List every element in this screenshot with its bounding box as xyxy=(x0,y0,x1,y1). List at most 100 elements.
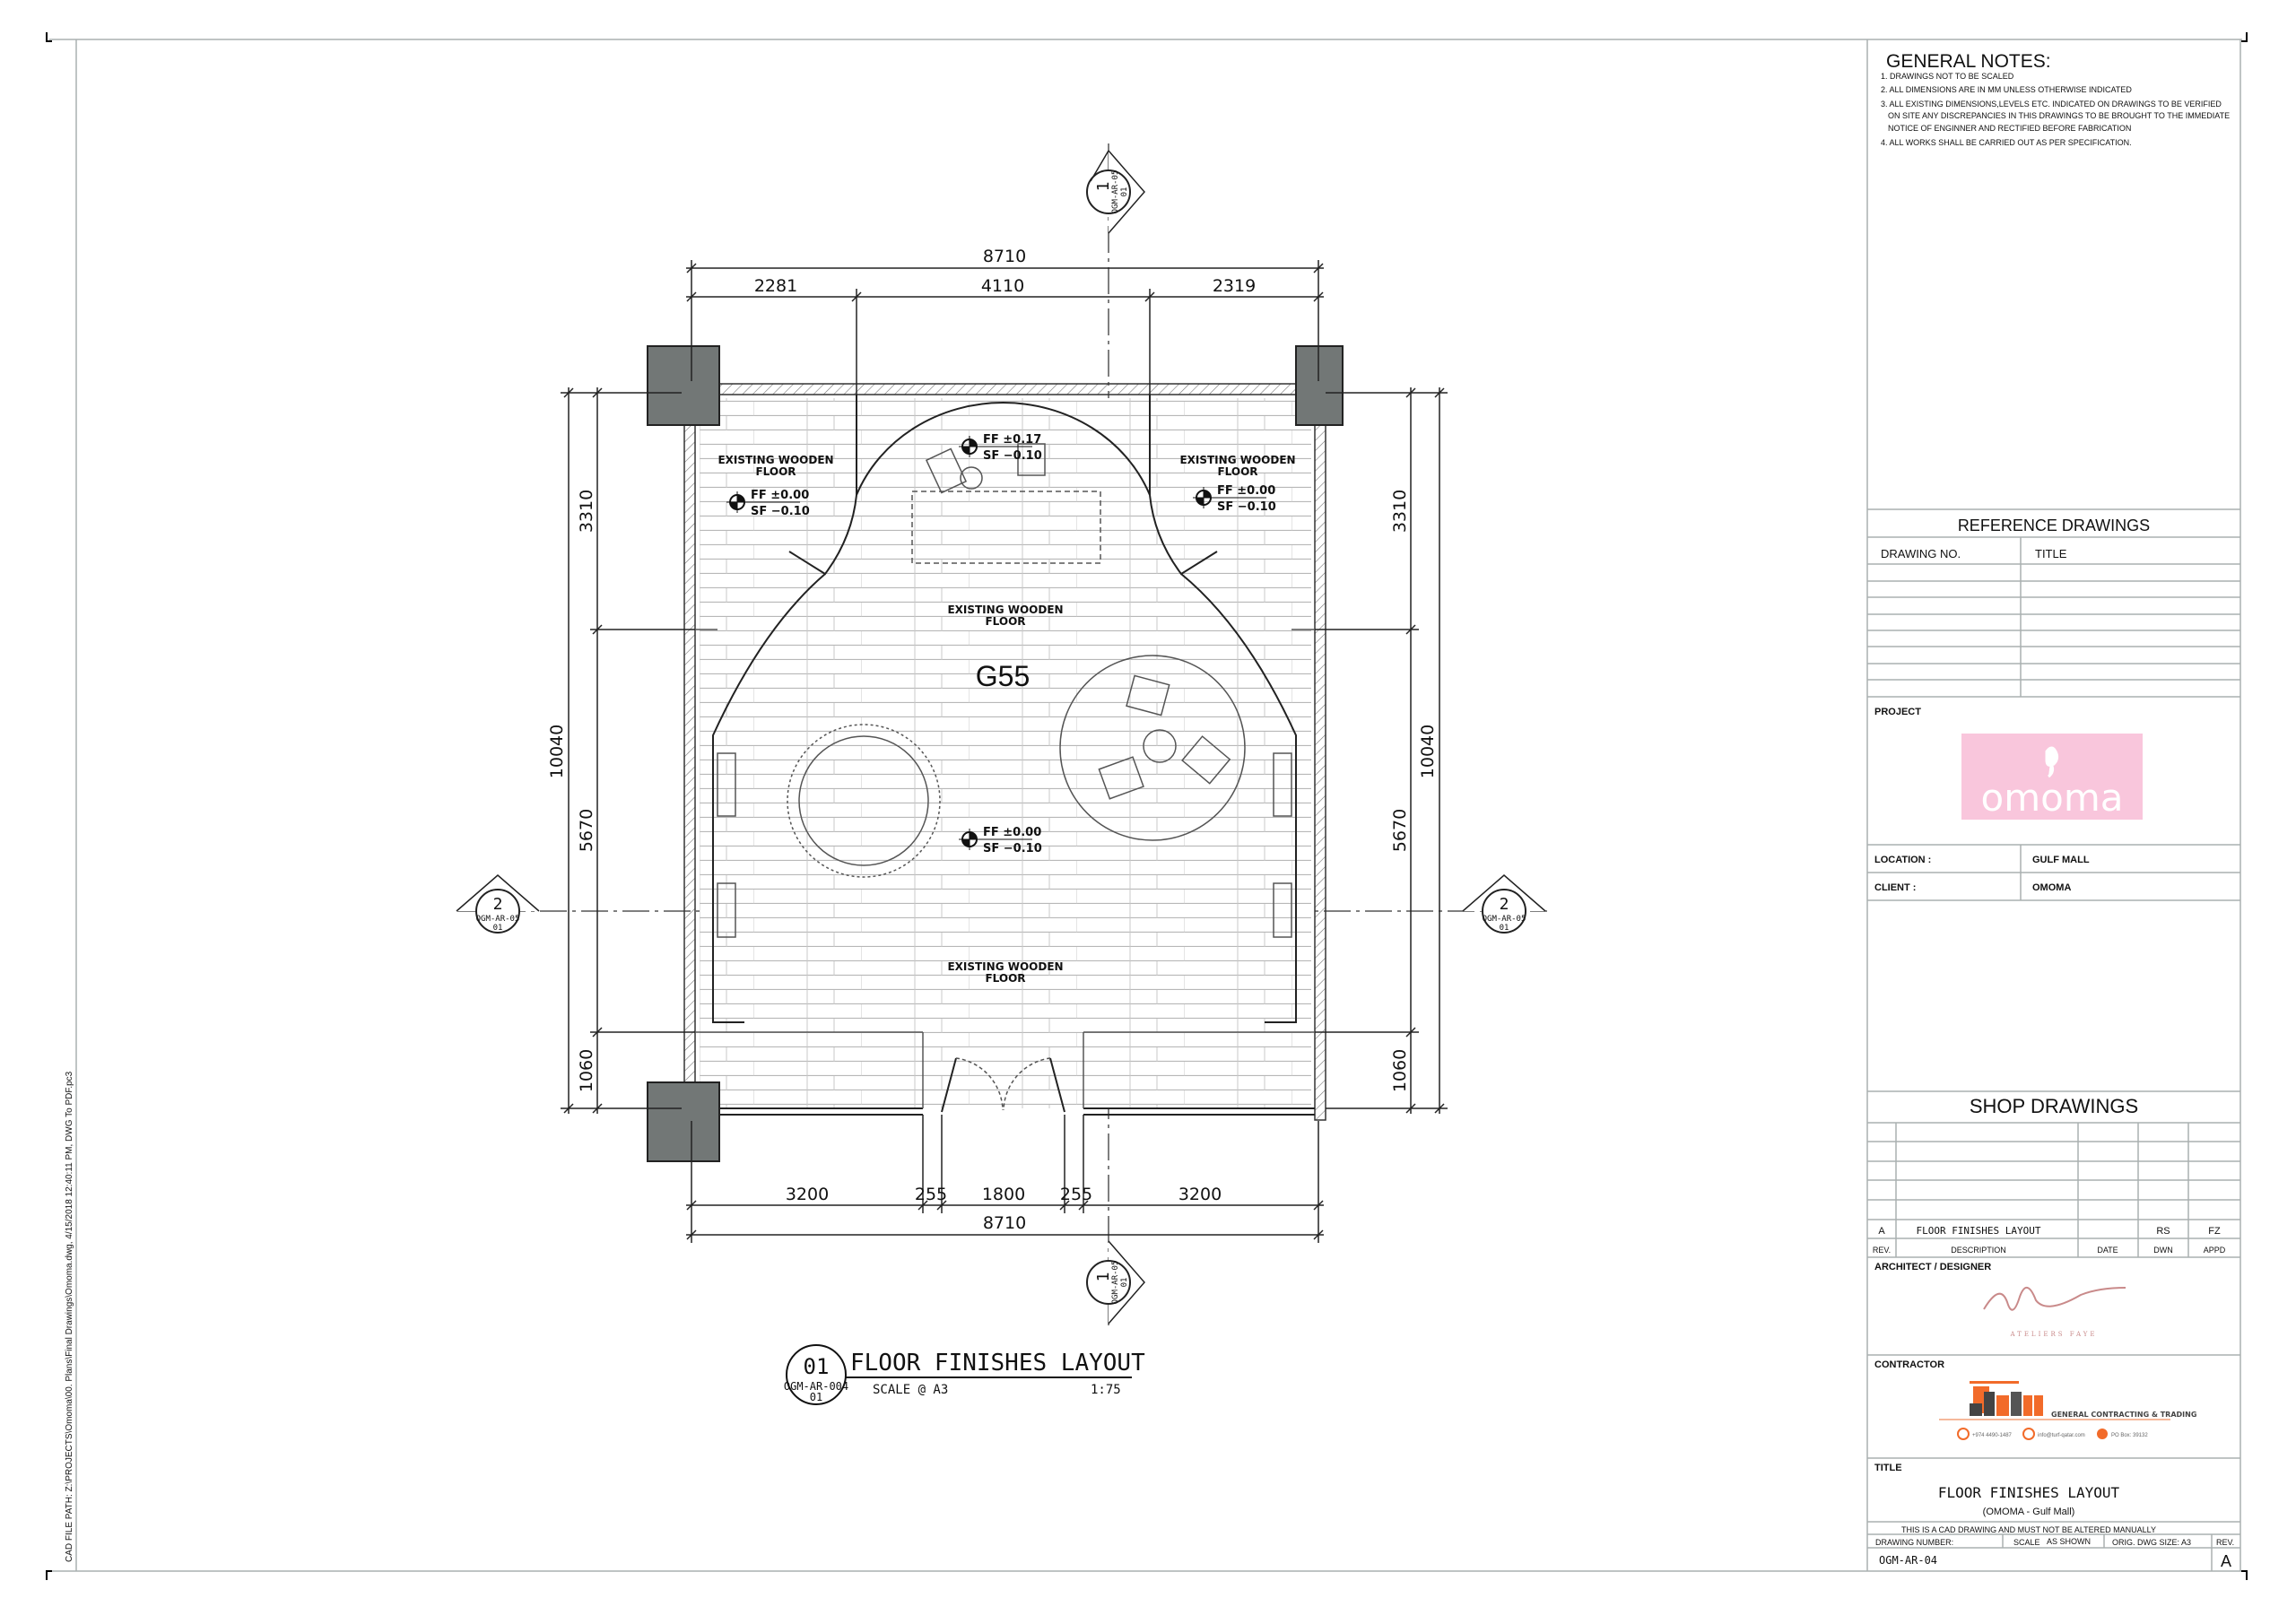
cad-notice: THIS IS A CAD DRAWING AND MUST NOT BE AL… xyxy=(1901,1525,2156,1534)
architect-signature-logo: ATELIERS FAYE xyxy=(1983,1287,2126,1338)
reference-drawings-heading: REFERENCE DRAWINGS xyxy=(1958,517,2150,534)
svg-text:EXISTING WOODEN: EXISTING WOODEN xyxy=(947,960,1063,973)
svg-text:01: 01 xyxy=(1120,187,1129,197)
shop-drawings-heading: SHOP DRAWINGS xyxy=(1970,1095,2138,1117)
svg-text:2: 2 xyxy=(493,895,503,914)
svg-text:SF −0.10: SF −0.10 xyxy=(1217,500,1276,514)
note-3: 3. ALL EXISTING DIMENSIONS,LEVELS ETC. I… xyxy=(1881,100,2222,109)
client-value: OMOMA xyxy=(2032,882,2071,893)
dim-top-2: 4110 xyxy=(981,276,1024,296)
svg-text:GENERAL CONTRACTING & TRADING: GENERAL CONTRACTING & TRADING xyxy=(2051,1411,2196,1419)
svg-text:DESCRIPTION: DESCRIPTION xyxy=(1951,1246,2006,1255)
svg-text:OGM-AR-05: OGM-AR-05 xyxy=(1483,915,1526,924)
dim-left-overall: 10040 xyxy=(547,725,567,778)
note-3-cont2: NOTICE OF ENGINNER AND RECTIFIED BEFORE … xyxy=(1888,124,2131,133)
svg-text:SF −0.10: SF −0.10 xyxy=(983,449,1042,463)
phone-icon xyxy=(1957,1428,1970,1440)
drawing-number-label: DRAWING NUMBER: xyxy=(1875,1538,1953,1547)
armchair xyxy=(1181,735,1231,785)
note-4: 4. ALL WORKS SHALL BE CARRIED OUT AS PER… xyxy=(1881,138,2132,147)
level-marker: FF ±0.17 SF −0.10 xyxy=(959,433,1042,463)
dimensions-left xyxy=(561,387,695,1114)
caption-scale: 1:75 xyxy=(1091,1383,1121,1397)
home-icon xyxy=(2097,1429,2108,1439)
general-notes: GENERAL NOTES: 1. DRAWINGS NOT TO BE SCA… xyxy=(1881,51,2230,147)
dim-bottom-overall: 8710 xyxy=(983,1213,1026,1233)
svg-text:FLOOR FINISHES LAYOUT: FLOOR FINISHES LAYOUT xyxy=(1916,1225,2040,1237)
dim-bottom-3: 1800 xyxy=(982,1185,1025,1204)
contractor-section: CONTRACTOR GENERAL CONTRACTING & TRADING… xyxy=(1867,1359,2240,1459)
scale-label: SCALE xyxy=(2013,1538,2040,1547)
title-label: TITLE xyxy=(1874,1463,1902,1473)
architect-section: ARCHITECT / DESIGNER ATELIERS FAYE xyxy=(1867,1262,2240,1356)
chair xyxy=(925,447,968,494)
svg-text:FF ±0.00: FF ±0.00 xyxy=(983,826,1041,839)
wooden-floor-hatch xyxy=(700,398,1311,1108)
caption-number: 01 xyxy=(804,1354,830,1379)
dim-right-overall: 10040 xyxy=(1418,725,1438,778)
title-section: TITLE FLOOR FINISHES LAYOUT (OMOMA - Gul… xyxy=(1867,1463,2240,1571)
project-section: PROJECT omoma LOCATION : GULF MALL CLIEN… xyxy=(1867,707,2240,901)
dimensions-top xyxy=(686,260,1324,395)
svg-text:+974 4490-1487: +974 4490-1487 xyxy=(1972,1433,2013,1438)
revision-headers: REV. DESCRIPTION DATE DWN APPD xyxy=(1873,1246,2226,1255)
caption-ref: OGM-AR-004 xyxy=(784,1380,848,1393)
dim-bottom-1: 3200 xyxy=(786,1185,829,1204)
dim-bottom-4: 255 xyxy=(1060,1185,1092,1204)
dim-left-1: 3310 xyxy=(577,490,596,533)
svg-text:2: 2 xyxy=(1500,895,1509,914)
svg-text:info@turf-qatar.com: info@turf-qatar.com xyxy=(2038,1433,2085,1438)
svg-text:FZ: FZ xyxy=(2208,1226,2221,1237)
architect-label: ARCHITECT / DESIGNER xyxy=(1874,1262,1991,1272)
drawing-title: FLOOR FINISHES LAYOUT xyxy=(1938,1484,2120,1501)
note-2: 2. ALL DIMENSIONS ARE IN MM UNLESS OTHER… xyxy=(1881,85,2132,94)
furniture xyxy=(717,443,1292,938)
cad-file-path: CAD FILE PATH: Z:\PROJECTS\Omoma\00. Pla… xyxy=(65,1071,74,1562)
drawing-number: OGM-AR-04 xyxy=(1879,1554,1937,1567)
svg-text:FLOOR: FLOOR xyxy=(755,465,796,478)
scale-value: AS SHOWN xyxy=(2047,1537,2091,1546)
structural-columns xyxy=(647,345,1344,1162)
svg-text:01: 01 xyxy=(493,924,503,933)
shop-drawings-table: SHOP DRAWINGS A FLOOR FINISHES LAYOUT RS… xyxy=(1867,1090,2240,1258)
dim-right-2: 5670 xyxy=(1390,809,1410,852)
svg-text:EXISTING WOODEN: EXISTING WOODEN xyxy=(947,604,1063,616)
caption-scale-text: SCALE @ A3 xyxy=(873,1383,948,1397)
size-label: ORIG. DWG SIZE: xyxy=(2112,1538,2179,1547)
svg-text:FLOOR: FLOOR xyxy=(985,972,1025,985)
armchair xyxy=(1126,674,1170,716)
dimensions-right xyxy=(1315,387,1448,1114)
svg-text:SF −0.10: SF −0.10 xyxy=(983,842,1042,855)
section-marker-2-right: 2 OGM-AR-05 01 xyxy=(1462,874,1546,934)
turf-logo: GENERAL CONTRACTING & TRADING +974 4490-… xyxy=(1939,1381,2196,1440)
dim-top-3: 2319 xyxy=(1213,276,1256,296)
drawing-subtitle: (OMOMA - Gulf Mall) xyxy=(1983,1507,2075,1517)
svg-text:FF ±0.17: FF ±0.17 xyxy=(983,433,1041,447)
arch-partitions xyxy=(695,395,1315,1023)
dim-top-1: 2281 xyxy=(754,276,797,296)
svg-text:A: A xyxy=(1878,1226,1885,1237)
level-marker: FF ±0.00 SF −0.10 xyxy=(1193,484,1276,514)
level-marker: FF ±0.00 SF −0.10 xyxy=(726,489,810,518)
section-marker-2-left: 2 OGM-AR-05 01 xyxy=(456,874,540,934)
walls xyxy=(683,383,1326,1121)
svg-text:FF ±0.00: FF ±0.00 xyxy=(751,489,809,502)
note-3-cont: ON SITE ANY DISCREPANCIES IN THIS DRAWIN… xyxy=(1888,111,2230,120)
mail-icon xyxy=(2022,1428,2035,1440)
location-label: LOCATION : xyxy=(1874,855,1931,865)
project-label: PROJECT xyxy=(1874,707,1921,717)
svg-text:EXISTING WOODEN: EXISTING WOODEN xyxy=(718,454,833,466)
dim-bottom-2: 255 xyxy=(915,1185,947,1204)
section-marker-1-top: 1 OGM-AR-05 01 xyxy=(1086,150,1145,234)
caption-title: FLOOR FINISHES LAYOUT xyxy=(850,1350,1145,1376)
client-label: CLIENT : xyxy=(1874,882,1916,893)
armchair xyxy=(1098,756,1144,800)
svg-text:01: 01 xyxy=(1120,1278,1129,1288)
dimensions-bottom xyxy=(686,1115,1324,1243)
dim-top-overall: 8710 xyxy=(983,247,1026,266)
svg-text:FLOOR: FLOOR xyxy=(985,615,1025,628)
svg-text:SF −0.10: SF −0.10 xyxy=(751,505,810,518)
svg-text:OGM-AR-05: OGM-AR-05 xyxy=(1111,1261,1120,1305)
round-table xyxy=(1143,729,1177,763)
caption-sheet: 01 xyxy=(810,1391,822,1403)
